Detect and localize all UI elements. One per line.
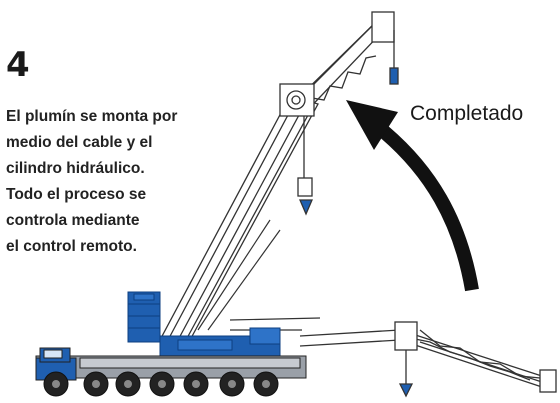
main-boom [158,83,319,341]
description-line: medio del cable y el [6,134,153,151]
counterweight [127,291,161,343]
raise-arrow [346,100,479,292]
description-line: cilindro hidráulico. [6,160,145,177]
wheel-hubs [52,380,270,388]
step-description: El plumín se monta por medio del cable y… [6,104,177,260]
completed-label: Completado [410,102,524,125]
superstructure [159,327,281,359]
description-line: controla mediante [6,212,140,229]
lowered-jib [299,321,557,398]
description-line: Todo el proceso se [6,186,147,203]
description-line: el control remoto. [6,238,137,255]
step-number: 4 [6,45,30,85]
boom-struts [197,219,321,331]
description-line: El plumín se monta por [6,108,178,125]
